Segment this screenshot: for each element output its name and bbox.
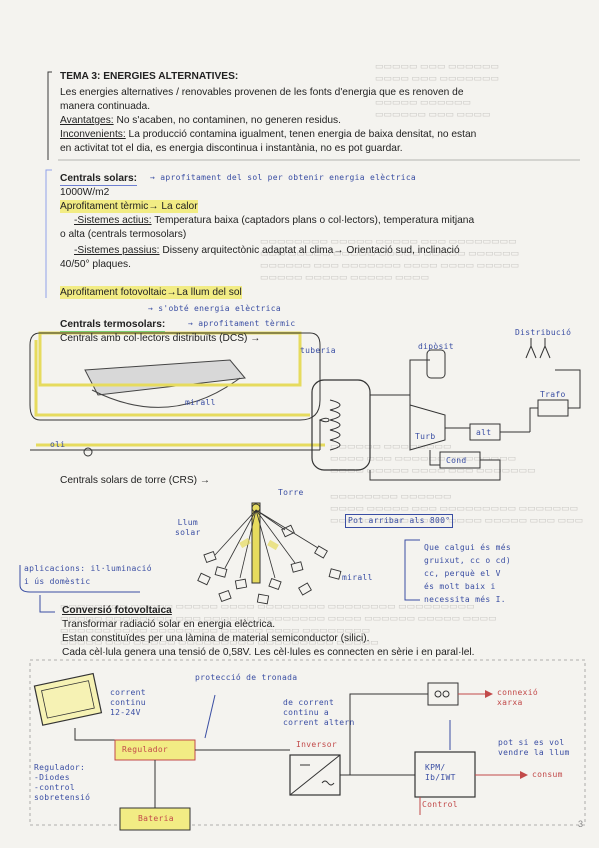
- bracket-line: [47, 71, 52, 160]
- oli-label: oli: [50, 440, 66, 449]
- deposit-tank: [426, 349, 446, 379]
- tuberia-label: tuberia: [300, 346, 336, 355]
- avantatges-text: No s'acaben, no contaminen, no generen r…: [113, 115, 341, 126]
- oil-pipe-highlight: [34, 340, 310, 417]
- llum-solar-label: Llum solar: [175, 518, 201, 537]
- mirall-label: mirall: [185, 398, 216, 407]
- pv-circuit: [29, 659, 586, 831]
- inconvenients-line: Inconvenients: La producció contamina ig…: [60, 128, 476, 141]
- aprofitament-termic-heading: Aprofitament tèrmic→ La calor: [60, 200, 198, 213]
- consum-label: consum: [532, 770, 563, 779]
- termosolars-heading: Centrals termosolars:: [60, 319, 166, 332]
- inconvenients-text: La producció contamina igualment, tenen …: [125, 129, 477, 140]
- inversor-label: Inversor: [296, 740, 337, 749]
- bateria-label: Bateria: [138, 814, 174, 823]
- cost-note-3: cc, perquè el V: [424, 569, 501, 578]
- tower-icon: [251, 502, 261, 584]
- aprofitament-fotovoltaic-heading: Aprofitament fotovoltaic→La llum del sol: [60, 286, 242, 299]
- circuit-frame: [29, 659, 586, 826]
- vendre-label: pot si es vol vendre la llum: [498, 738, 570, 757]
- fotovoltaica-line-1: Transformar radiació solar en energia el…: [62, 619, 276, 630]
- avantatges-label: Avantatges:: [60, 115, 114, 126]
- heat-exchanger-tank: [311, 379, 371, 471]
- cost-note-2: gruixut, cc o cd): [424, 556, 511, 565]
- distribucio-label: Distribució: [515, 328, 572, 337]
- page-number: 3: [578, 819, 584, 829]
- kpm-label: KPM/ Ib/IWT: [425, 763, 456, 782]
- passius-label: -Sistemes passius:: [74, 245, 160, 256]
- bleed-through-text: ▭▭▭▭▭ ▭▭▭ ▭▭▭▭▭▭▭▭▭▭ ▭▭▭ ▭▭▭▭▭▭▭▭▭▭▭▭ ▭▭…: [375, 61, 500, 119]
- actius-label: -Sistemes actius:: [74, 215, 152, 226]
- conversio-fotovoltaica-heading: Conversió fotovoltaica: [62, 605, 172, 616]
- fotovoltaica-line-3: Cada cèl·lula genera una tensió de 0,58V…: [62, 647, 475, 658]
- sistemes-actius-line-2: o alta (centrals termosolars): [60, 229, 187, 240]
- bleed-through-text: ▭▭▭▭▭▭▭▭ ▭▭▭▭▭▭▭▭▭▭ ▭▭▭▭▭ ▭▭▭ ▭▭▭▭▭▭▭▭▭ …: [330, 491, 584, 525]
- centrals-solars-heading: Centrals solars:: [60, 173, 138, 186]
- mirall-crs-label: mirall: [342, 573, 373, 582]
- inconvenients-line-2: en activitat tot el dia, es energia disc…: [60, 143, 403, 154]
- aplicacions-note-2: i ús domèstic: [24, 577, 91, 586]
- dcs-label: Centrals amb col·lectors distribuïts (DC…: [60, 333, 261, 344]
- temperature-note: Pot arribar als 800°: [345, 514, 454, 528]
- bracket-line: [45, 169, 52, 298]
- centrals-solars-note: → aprofitament del sol per obtenir energ…: [150, 173, 417, 182]
- intro-line-2: manera continuada.: [60, 101, 151, 112]
- bleed-through-text: ▭▭▭▭▭▭ ▭▭▭▭▭▭▭▭▭▭▭▭ ▭▭▭ ▭▭▭▭▭▭ ▭▭▭▭▭▭▭▭▭…: [330, 441, 536, 475]
- dcs-diagram: [29, 331, 581, 481]
- corrent-continu-label: corrent continu 12-24V: [110, 688, 146, 717]
- condensador-label: Cond: [446, 456, 467, 465]
- conversio-dc-ac-label: de corrent continu a corrent altern: [283, 698, 355, 727]
- sistemes-passius-line: -Sistemes passius: Disseny arquitectònic…: [74, 244, 460, 257]
- cost-note-4: és molt baix i: [424, 582, 496, 591]
- regulador-label: Regulador: [122, 745, 169, 754]
- cost-note-1: Que calgui és més: [424, 543, 511, 552]
- crs-label: Centrals solars de torre (CRS) →: [60, 475, 211, 486]
- torre-label: Torre: [278, 488, 304, 497]
- turbina-label: Turb: [415, 432, 436, 441]
- control-label: Control: [422, 800, 458, 809]
- passius-text: Disseny arquitectònic adaptat al clima→ …: [159, 245, 460, 256]
- sistemes-passius-line-2: 40/50° plaques.: [60, 259, 131, 270]
- fotovoltaica-line-2: Estan constituïdes per una làmina de mat…: [62, 633, 370, 644]
- trough-curve: [91, 377, 241, 408]
- page-title: TEMA 3: ENERGIES ALTERNATIVES:: [60, 71, 239, 82]
- trafo-box: [537, 399, 569, 417]
- bleed-through-text: ▭▭▭▭▭▭▭▭ ▭▭▭▭▭ ▭▭▭▭▭ ▭▭▭ ▭▭▭▭▭▭▭▭▭▭▭ ▭▭▭…: [260, 236, 520, 282]
- irradiance-value: 1000W/m2: [60, 187, 110, 198]
- actius-text: Temperatura baixa (captadors plans o col…: [151, 215, 475, 226]
- inconvenients-label: Inconvenients:: [60, 129, 126, 140]
- aplicacions-note-1: aplicacions: il·luminació: [24, 564, 152, 573]
- avantatges-line: Avantatges: No s'acaben, no contaminen, …: [60, 114, 341, 127]
- turbine-icon: [409, 404, 446, 451]
- mirror-field: [197, 524, 342, 605]
- fotovoltaic-note: → s'obté energia elèctrica: [148, 304, 282, 313]
- bleed-through-text: ▭▭▭▭▭▭▭▭ ▭▭▭▭▭ ▭▭▭▭▭ ▭▭▭▭ ▭▭▭▭▭▭▭▭ ▭▭▭▭▭…: [60, 601, 497, 647]
- alternador-label: alt: [476, 428, 492, 437]
- solar-panel-icon: [33, 672, 103, 726]
- regulador-note: Regulador: -Diodes -control sobretensió: [34, 763, 91, 802]
- coil-icon: [329, 399, 341, 451]
- collector-trough: [84, 359, 246, 396]
- connexio-xarxa-label: connexió xarxa: [497, 688, 538, 707]
- crs-diagram: [197, 502, 342, 605]
- cost-note-5: necessita més I.: [424, 595, 506, 604]
- sistemes-actius-line: -Sistemes actius: Temperatura baixa (cap…: [74, 214, 474, 227]
- proteccio-label: protecció de tronada: [195, 673, 298, 682]
- pump-icon: [83, 447, 93, 457]
- pylon-icon: [525, 338, 537, 359]
- diposit-label: dipòsit: [418, 342, 454, 351]
- trafo-label: Trafo: [540, 390, 566, 399]
- termosolars-note: → aprofitament tèrmic: [188, 319, 296, 328]
- intro-line-1: Les energies alternatives / renovables p…: [60, 87, 464, 98]
